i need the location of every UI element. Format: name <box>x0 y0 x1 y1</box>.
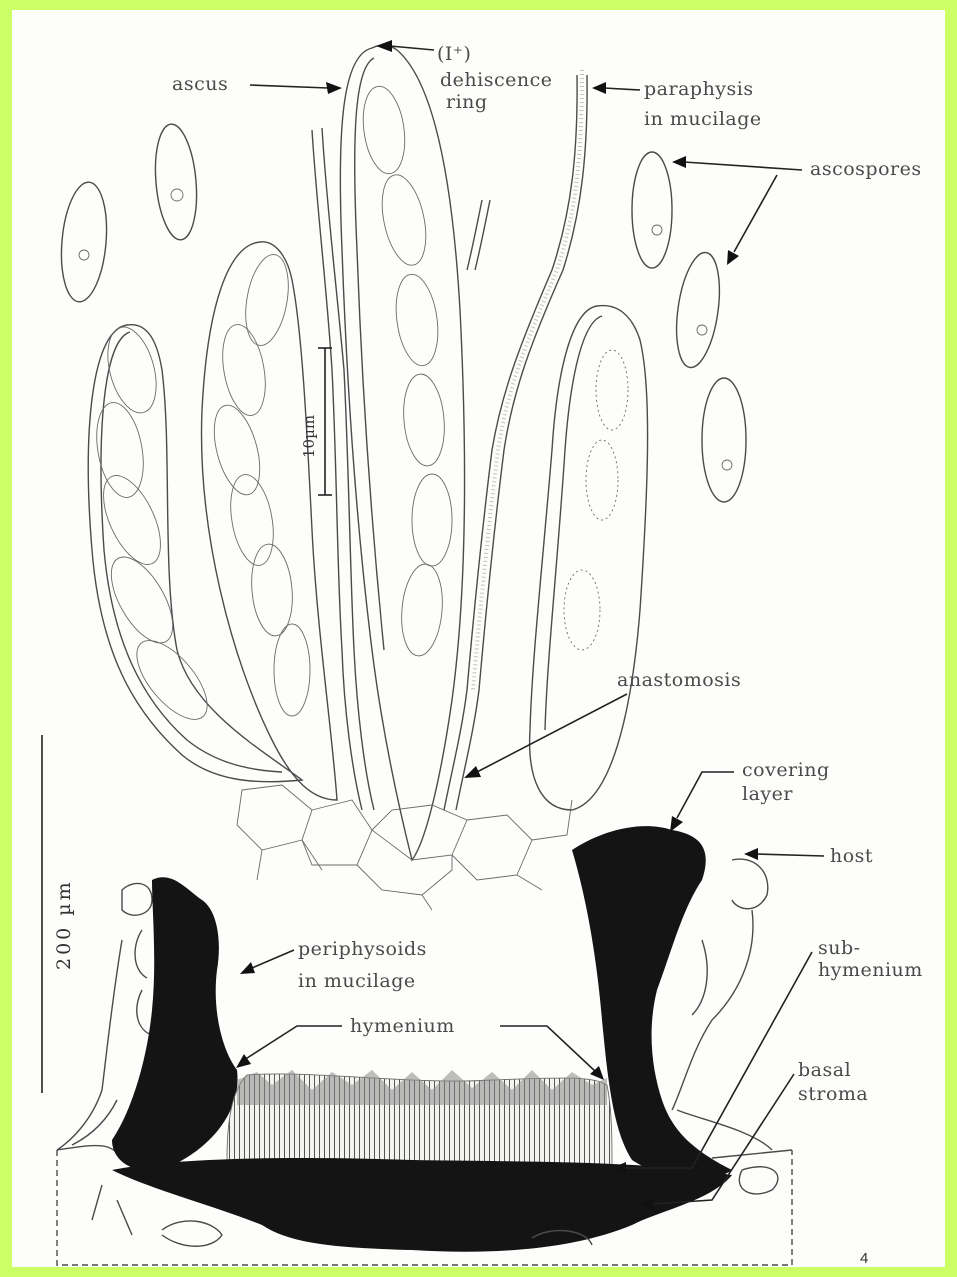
scale-label-small: 10µm <box>300 415 318 458</box>
arrow-host <box>757 854 824 856</box>
scale-bar-small: 10µm <box>300 348 332 495</box>
label-periphysoids-1: periphysoids <box>298 938 427 960</box>
label-ascospores: ascospores <box>810 158 922 180</box>
arrow-hymenium-left <box>244 1026 342 1060</box>
arrow-paraphysis <box>604 88 640 90</box>
arrow-ascospores-2 <box>734 175 777 252</box>
label-host: host <box>830 845 873 867</box>
arrow-covering <box>677 772 734 818</box>
asci-group <box>88 45 647 910</box>
label-covering-1: covering <box>742 759 830 781</box>
label-dehiscence-2: dehiscence <box>440 69 552 91</box>
label-subhymenium-2: hymenium <box>818 959 923 981</box>
arrow-anastomosis <box>477 694 627 772</box>
scale-label-large: 200 µm <box>53 879 75 970</box>
label-periphysoids-2: in mucilage <box>298 970 416 992</box>
label-paraphysis-1: paraphysis <box>644 78 754 100</box>
scale-bar-large: 200 µm <box>42 735 75 1093</box>
page-number: 4 <box>860 1250 868 1267</box>
figure-panel: 10µm 200 µm <box>12 10 945 1267</box>
label-basal-2: stroma <box>798 1083 868 1105</box>
label-dehiscence-1: (I⁺) <box>437 43 471 65</box>
label-dehiscence-3: ring <box>446 91 488 113</box>
apothecium-section <box>57 826 792 1265</box>
label-anastomosis: anastomosis <box>617 669 741 691</box>
label-ascus: ascus <box>172 73 228 95</box>
arrow-periphysoids <box>252 950 294 968</box>
label-subhymenium-1: sub- <box>818 937 861 959</box>
label-covering-2: layer <box>742 783 793 805</box>
free-ascospores <box>57 122 746 502</box>
label-hymenium: hymenium <box>350 1015 455 1037</box>
label-paraphysis-2: in mucilage <box>644 108 762 130</box>
arrow-hymenium-right <box>500 1026 596 1072</box>
arrow-ascus <box>250 85 328 88</box>
fungus-illustration: 10µm 200 µm <box>12 10 945 1267</box>
label-basal-1: basal <box>798 1059 851 1081</box>
arrow-ascospores-1 <box>684 162 802 170</box>
